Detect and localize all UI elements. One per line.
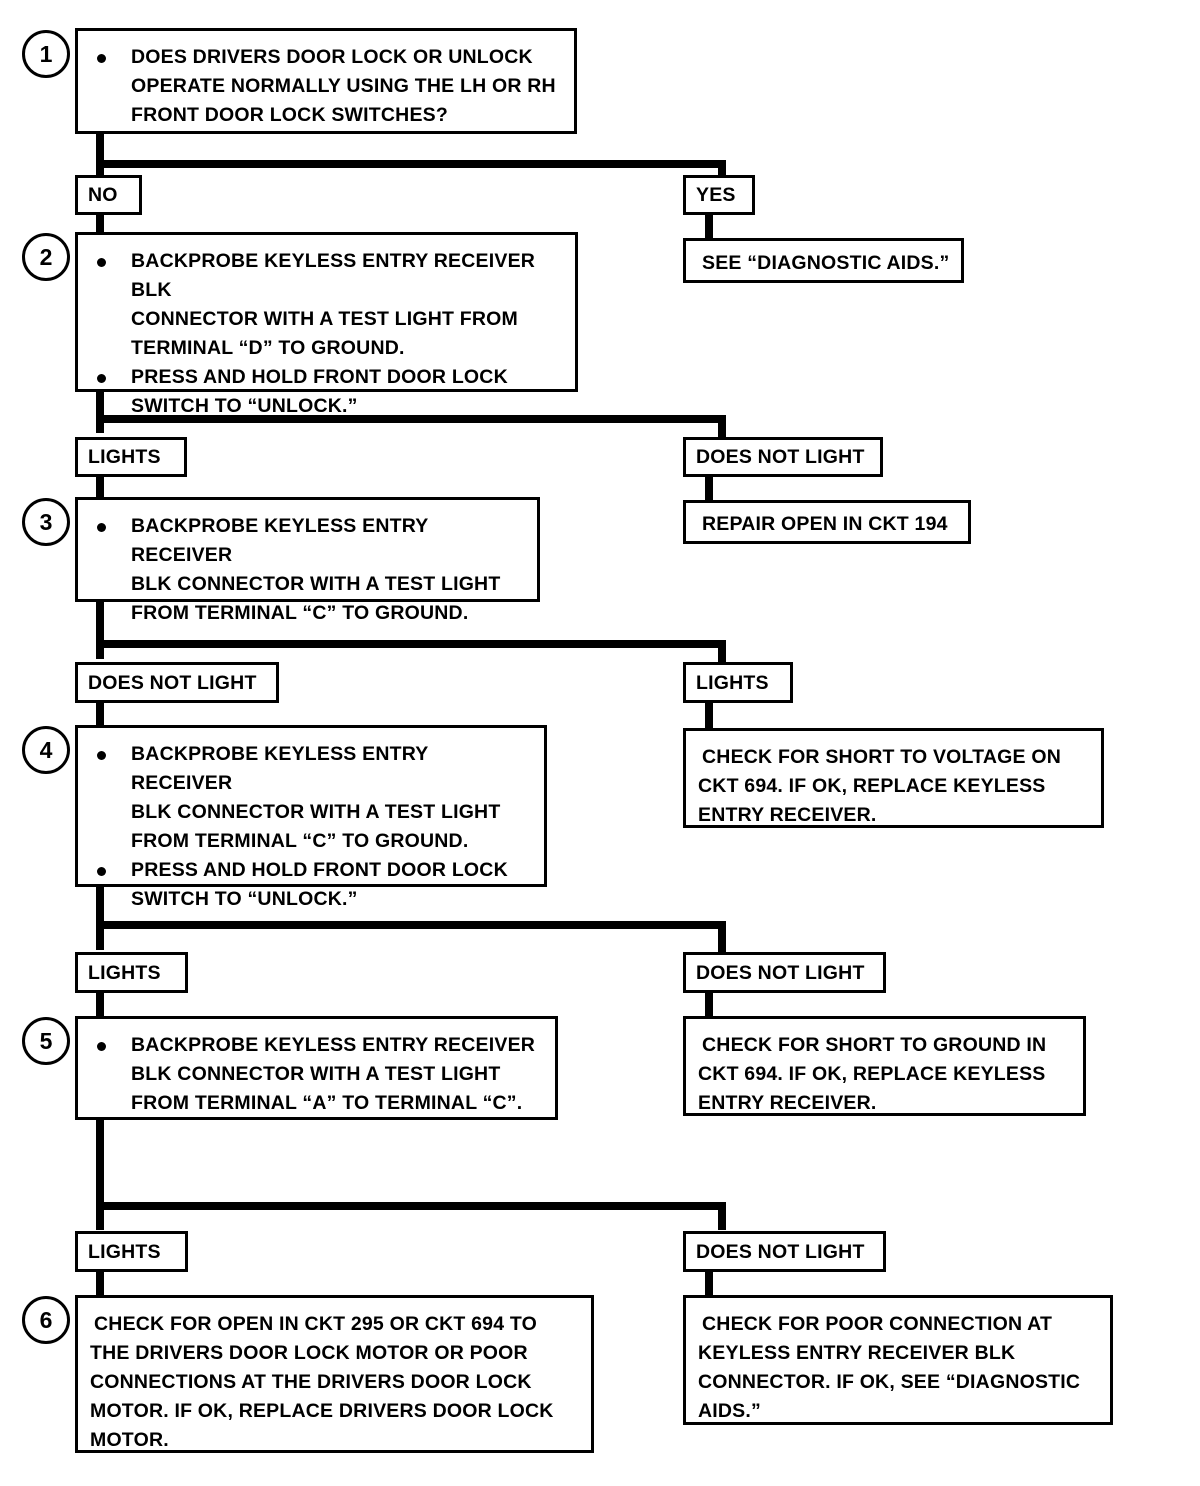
step-1-bullet-list: DOES DRIVERS DOOR LOCK OR UNLOCK OPERATE… [90, 43, 564, 130]
connector-doesnotlight2-to-outcome [705, 474, 713, 502]
step-4-box: BACKPROBE KEYLESS ENTRY RECEIVER BLK CON… [75, 725, 547, 910]
connector-lights4-to-step5 [96, 990, 104, 1018]
branch-label-does-not-light-5: DOES NOT LIGHT [683, 1231, 886, 1272]
connector-doesnotlight5-to-outcome [705, 1269, 713, 1297]
step-number-6: 6 [22, 1296, 70, 1344]
branch-label-lights-5: LIGHTS [75, 1231, 188, 1272]
step-number-1: 1 [22, 30, 70, 78]
outcome-diagnostic-aids-box: SEE “DIAGNOSTIC AIDS.” [683, 238, 964, 283]
step-3-box: BACKPROBE KEYLESS ENTRY RECEIVER BLK CON… [75, 497, 540, 624]
branch-label-lights-3: LIGHTS [683, 662, 793, 703]
branch-label-lights-2: LIGHTS [75, 437, 187, 477]
connector-branch2-bar [96, 415, 726, 423]
step-3-bullet-list: BACKPROBE KEYLESS ENTRY RECEIVER BLK CON… [90, 512, 527, 628]
connector-branch1-bar [96, 160, 726, 168]
step-number-2: 2 [22, 233, 70, 281]
outcome-short-to-voltage-box: CHECK FOR SHORT TO VOLTAGE ON CKT 694. I… [683, 728, 1104, 828]
branch-label-does-not-light-3: DOES NOT LIGHT [75, 662, 279, 703]
connector-step1-down [96, 131, 104, 171]
connector-branch4-bar [96, 921, 726, 929]
step-4-bullet-2: PRESS AND HOLD FRONT DOOR LOCK SWITCH TO… [94, 856, 534, 914]
step-4-bullet-list: BACKPROBE KEYLESS ENTRY RECEIVER BLK CON… [90, 740, 534, 914]
connector-no1-to-step2 [96, 212, 104, 236]
outcome-repair-open-ckt194-box: REPAIR OPEN IN CKT 194 [683, 500, 971, 544]
connector-yes1-to-outcome [705, 212, 713, 240]
connector-doesnotlight4-to-outcome [705, 990, 713, 1018]
connector-doesnotlight3-to-step4 [96, 700, 104, 728]
connector-step4-down [96, 884, 104, 950]
connector-branch3-bar [96, 640, 726, 648]
step-number-5: 5 [22, 1017, 70, 1065]
outcome-short-to-ground-box: CHECK FOR SHORT TO GROUND IN CKT 694. IF… [683, 1016, 1086, 1116]
step-2-bullet-list: BACKPROBE KEYLESS ENTRY RECEIVER BLK CON… [90, 247, 565, 421]
step-2-box: BACKPROBE KEYLESS ENTRY RECEIVER BLK CON… [75, 232, 578, 417]
connector-step3-down [96, 599, 104, 659]
connector-lights2-to-step3 [96, 474, 104, 500]
step-2-bullet-1: BACKPROBE KEYLESS ENTRY RECEIVER BLK CON… [94, 247, 565, 363]
step-4-bullet-1: BACKPROBE KEYLESS ENTRY RECEIVER BLK CON… [94, 740, 534, 856]
step-number-4: 4 [22, 726, 70, 774]
step-5-bullet-1: BACKPROBE KEYLESS ENTRY RECEIVER BLK CON… [94, 1031, 545, 1118]
step-1-bullet-1: DOES DRIVERS DOOR LOCK OR UNLOCK OPERATE… [94, 43, 564, 130]
connector-branch5-right-down [718, 1202, 726, 1230]
connector-branch1-left-down [96, 160, 104, 182]
step-5-box: BACKPROBE KEYLESS ENTRY RECEIVER BLK CON… [75, 1016, 558, 1120]
connector-branch1-right-down [718, 160, 726, 182]
branch-label-does-not-light-2: DOES NOT LIGHT [683, 437, 883, 477]
connector-step5-down [96, 1117, 104, 1230]
branch-label-lights-4: LIGHTS [75, 952, 188, 993]
branch-label-does-not-light-4: DOES NOT LIGHT [683, 952, 886, 993]
connector-step2-down [96, 389, 104, 433]
step-3-bullet-1: BACKPROBE KEYLESS ENTRY RECEIVER BLK CON… [94, 512, 527, 628]
outcome-poor-connection-box: CHECK FOR POOR CONNECTION AT KEYLESS ENT… [683, 1295, 1113, 1425]
connector-lights5-to-step6 [96, 1269, 104, 1297]
connector-branch3-right-down [718, 640, 726, 665]
connector-lights3-to-outcome [705, 700, 713, 730]
connector-branch4-right-down [718, 921, 726, 952]
step-6-box: CHECK FOR OPEN IN CKT 295 OR CKT 694 TO … [75, 1295, 594, 1453]
step-2-bullet-2: PRESS AND HOLD FRONT DOOR LOCK SWITCH TO… [94, 363, 565, 421]
connector-branch5-bar [96, 1202, 726, 1210]
step-5-bullet-list: BACKPROBE KEYLESS ENTRY RECEIVER BLK CON… [90, 1031, 545, 1118]
step-1-box: DOES DRIVERS DOOR LOCK OR UNLOCK OPERATE… [75, 28, 577, 134]
connector-branch2-right-down [718, 415, 726, 440]
branch-label-no-1: NO [75, 175, 142, 215]
step-number-3: 3 [22, 498, 70, 546]
branch-label-yes-1: YES [683, 175, 755, 215]
